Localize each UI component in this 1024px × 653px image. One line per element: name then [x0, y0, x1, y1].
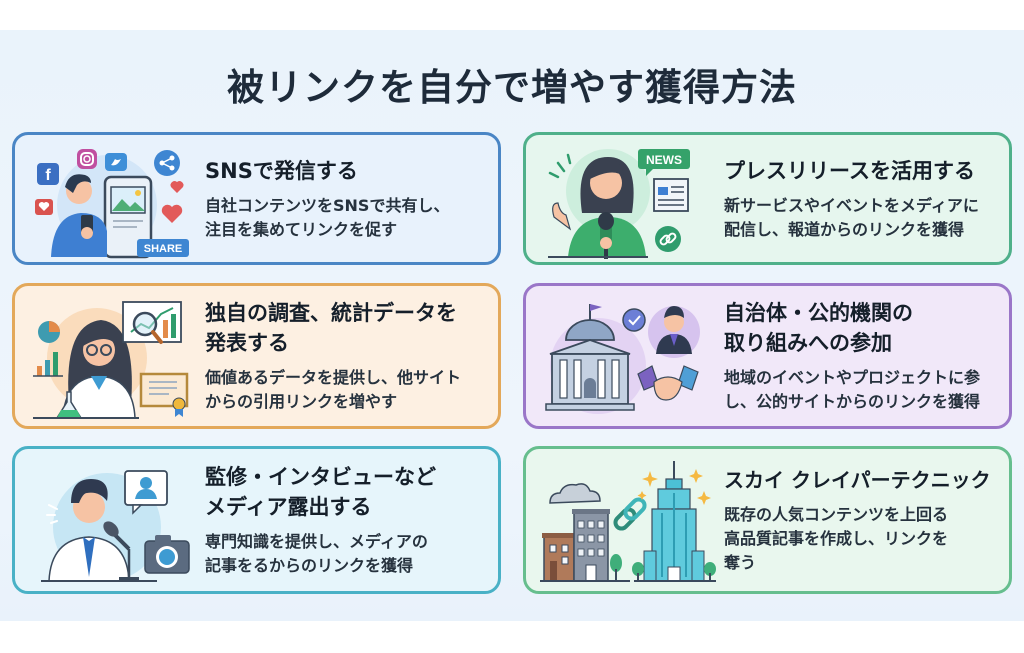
certificate-icon [139, 372, 189, 417]
card-public-institution: 自治体・公的機関の 取り組みへの参加 地域のイベントやプロジェクトに参 し、公的… [523, 283, 1012, 429]
card-sns: f [12, 132, 501, 265]
card-description: 専門知識を提供し、メディアの 記事をるからのリンクを獲得 [205, 532, 428, 575]
card-description: 価値あるデータを提供し、他サイト からの引用リンクを増やす [205, 368, 462, 411]
verified-badge-icon [622, 308, 646, 332]
pie-chart-icon [38, 321, 60, 343]
cloud-icon [549, 483, 601, 504]
media-illustration [27, 457, 197, 583]
news-badge-label: NEWS [646, 153, 682, 167]
card-title: スカイ クレイパーテクニック [724, 468, 991, 492]
facebook-icon: f [37, 163, 59, 185]
press-illustration: NEWS [538, 143, 708, 259]
heart-icon [170, 181, 184, 193]
link-icon [655, 226, 681, 252]
card-media-exposure: 監修・インタビューなど メディア露出する 専門知識を提供し、メディアの 記事をる… [12, 446, 501, 594]
card-title: 監修・インタビューなど メディア露出する [205, 465, 436, 519]
card-title: 自治体・公的機関の 取り組みへの参加 [724, 301, 913, 355]
sparkle-icon [637, 469, 711, 505]
card-description: 既存の人気コンテンツを上回る 高品質記事を作成し、リンクを 奪う [724, 505, 949, 572]
card-skyscraper-technique: スカイ クレイパーテクニック 既存の人気コンテンツを上回る 高品質記事を作成し、… [523, 446, 1012, 594]
tree-icon [610, 554, 622, 581]
public-illustration [538, 294, 708, 418]
chain-link-icon [613, 497, 647, 531]
news-bubble-icon: NEWS [638, 149, 690, 176]
card-title: プレスリリースを活用する [724, 158, 975, 183]
share-icon [154, 150, 180, 176]
handshake-icon [637, 365, 699, 401]
card-original-research: 独自の調査、統計データを 発表する 価値あるデータを提供し、他サイト からの引用… [12, 283, 501, 429]
instagram-icon [77, 149, 97, 169]
government-building-icon [545, 304, 635, 411]
card-press-release: NEWS プレスリリースを活用する 新サービスやイベントをメディアに 配信し、報… [523, 132, 1012, 265]
newspaper-icon [653, 178, 689, 212]
card-title: SNSで発信する [205, 158, 358, 183]
twitter-icon [105, 153, 127, 171]
card-description: 新サービスやイベントをメディアに 配信し、報道からのリンクを獲得 [724, 195, 979, 239]
card-description: 自社コンテンツをSNSで共有し、 注目を集めてリンクを促す [205, 195, 450, 239]
svg-text:f: f [45, 167, 51, 184]
share-badge-label: SHARE [144, 243, 183, 255]
bar-chart-icon [33, 352, 63, 377]
page-title: 被リンクを自分で増やす獲得方法 [227, 66, 797, 109]
skyscraper-icon [643, 461, 705, 582]
card-description: 地域のイベントやプロジェクトに参 し、公的サイトからのリンクを獲得 [724, 368, 981, 411]
sns-illustration: f [27, 143, 197, 259]
camera-icon [144, 535, 190, 574]
research-illustration [27, 294, 197, 419]
microphone-icon [103, 521, 139, 581]
skyscraper-illustration [538, 457, 716, 583]
card-title: 独自の調査、統計データを 発表する [205, 301, 457, 355]
profile-bubble-icon [124, 470, 168, 515]
magnifier-chart-icon [122, 301, 182, 344]
